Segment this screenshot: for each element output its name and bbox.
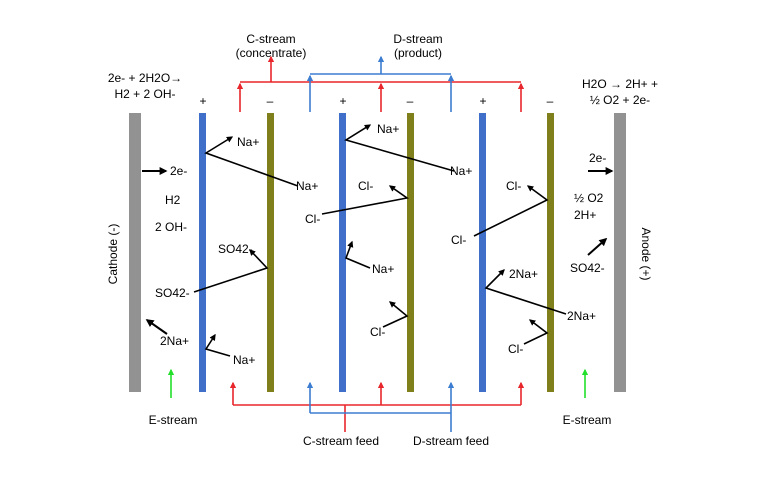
d-stream-feed-label: D-stream feed: [413, 434, 489, 448]
membrane-sign-3: +: [339, 94, 346, 108]
ion-c1-na-top: Na+: [237, 135, 259, 149]
cation-membrane-2: [339, 113, 346, 392]
ion-c2-na-right: Na+: [450, 164, 472, 178]
ion-c1-na-bottom: Na+: [233, 353, 255, 367]
c-stream-feed-label: C-stream feed: [303, 434, 379, 448]
anion-membrane-2: [407, 113, 414, 392]
d-stream-label: D-stream: [393, 32, 442, 46]
membrane-sign-4: –: [407, 94, 414, 108]
ion-c1-na-mid: Na+: [296, 179, 318, 193]
anode-o2-label: ½ O2: [574, 191, 604, 205]
cathode-oh-label: 2 OH-: [155, 220, 187, 234]
ion-c2-na-bottom: Na+: [372, 262, 394, 276]
membrane-sign-6: –: [547, 94, 554, 108]
membrane-sign-2: –: [267, 94, 274, 108]
ion-c3-2na-right: 2Na+: [567, 309, 596, 323]
ion-c1-so4: SO42-: [218, 242, 253, 256]
ion-c2-cl-bottom: Cl-: [370, 325, 385, 339]
cation-membrane-1: [199, 113, 206, 392]
ion-c3-cl-left: Cl-: [451, 233, 466, 247]
cation-membrane-3: [479, 113, 486, 392]
ion-paths: [193, 124, 567, 357]
cathode-reaction-line2: H2 + 2 OH-: [114, 87, 175, 101]
ion-c3-cl-top: Cl-: [506, 179, 521, 193]
ion-c2-cl-top: Cl-: [358, 179, 373, 193]
cathode-so4-label: SO42-: [155, 286, 190, 300]
anode-h-label: 2H+: [574, 208, 596, 222]
e-stream-right-label: E-stream: [563, 413, 612, 427]
anode-electrons-label: 2e-: [589, 151, 606, 165]
anode-reaction-line2: ½ O2 + 2e-: [590, 93, 650, 107]
so4-to-anode-arrow: [587, 237, 608, 256]
ion-c2-cl-left: Cl-: [305, 212, 320, 226]
product-label: (product): [394, 46, 442, 60]
c-stream-label: C-stream: [246, 32, 295, 46]
membrane-sign-1: +: [199, 94, 206, 108]
anode-label: Anode (+): [639, 227, 653, 280]
na-to-cathode-arrow: [145, 319, 168, 335]
cathode-na-label: 2Na+: [160, 334, 189, 348]
anode-electrode: [614, 113, 626, 392]
top-c-stream-manifold: [236, 55, 525, 112]
membrane-sign-5: +: [479, 94, 486, 108]
anion-membrane-1: [267, 113, 274, 392]
cathode-electrons-label: 2e-: [170, 164, 187, 178]
anode-so4-label: SO42-: [570, 261, 605, 275]
concentrate-label: (concentrate): [236, 46, 307, 60]
top-d-stream-manifold: [306, 55, 455, 112]
cathode-electrode: [129, 113, 141, 392]
cathode-label: Cathode (-): [106, 224, 120, 285]
e-stream-left-label: E-stream: [149, 413, 198, 427]
anion-membrane-3: [547, 113, 554, 392]
ion-c3-cl-bottom: Cl-: [508, 342, 523, 356]
bottom-c-stream-manifold: [229, 381, 525, 432]
anode-reaction-line1: H2O → 2H+ +: [582, 77, 658, 91]
cathode-h2-label: H2: [165, 193, 181, 207]
ion-c3-2na: 2Na+: [509, 267, 538, 281]
bottom-d-stream-manifold: [306, 381, 455, 432]
cathode-reaction-line1: 2e- + 2H2O→: [108, 71, 182, 85]
ion-c2-na-top: Na+: [377, 122, 399, 136]
